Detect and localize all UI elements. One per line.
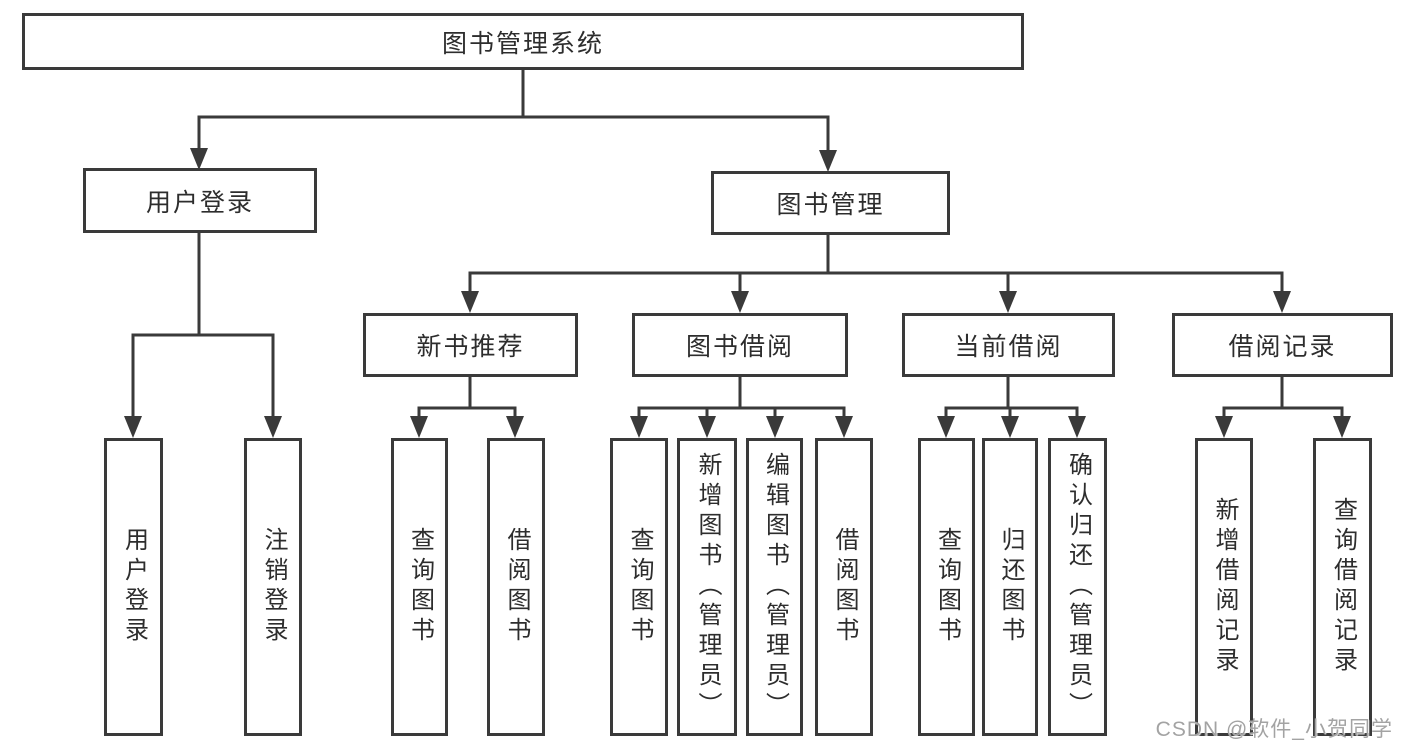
node-label: 借阅图书 <box>831 527 858 647</box>
node-book-borrowing: 图书借阅 <box>632 313 848 377</box>
node-label: 借阅图书 <box>503 527 530 647</box>
leaf-user-login: 用户登录 <box>104 438 163 736</box>
node-label: 图书管理系统 <box>441 29 604 58</box>
node-new-book-recommendation: 新书推荐 <box>363 313 578 377</box>
node-label: 注销登录 <box>260 527 287 647</box>
leaf-confirm-return-admin: 确认归还（管理员） <box>1048 438 1107 736</box>
node-label: 用户登录 <box>145 188 254 217</box>
node-label: 图书借阅 <box>685 333 794 361</box>
node-label: 查询图书 <box>933 527 961 647</box>
node-label: 用户登录 <box>120 527 148 647</box>
node-label: 查询图书 <box>406 527 434 647</box>
leaf-query-books-borrowing: 查询图书 <box>610 438 668 736</box>
node-label: 新增图书（管理员） <box>694 452 721 722</box>
watermark: CSDN @软件_小贺同学 <box>1155 718 1393 741</box>
leaf-query-books-recommend: 查询图书 <box>391 438 448 736</box>
leaf-add-borrow-record: 新增借阅记录 <box>1195 438 1253 736</box>
node-label: 归还图书 <box>997 527 1024 647</box>
leaf-query-borrow-record: 查询借阅记录 <box>1313 438 1372 736</box>
node-label: 新书推荐 <box>416 333 525 361</box>
node-label: 编辑图书（管理员） <box>761 452 789 722</box>
node-current-borrowing: 当前借阅 <box>902 313 1115 377</box>
node-label: 借阅记录 <box>1228 333 1337 361</box>
node-label: 图书管理 <box>776 191 885 219</box>
leaf-borrow-books-recommend: 借阅图书 <box>487 438 545 736</box>
node-book-management: 图书管理 <box>711 171 950 235</box>
leaf-borrow-books-borrowing: 借阅图书 <box>815 438 873 736</box>
leaf-return-books: 归还图书 <box>982 438 1038 736</box>
node-user-login: 用户登录 <box>83 168 317 233</box>
node-label: 确认归还（管理员） <box>1064 452 1092 722</box>
node-library-management-system: 图书管理系统 <box>22 13 1024 70</box>
node-label: 当前借阅 <box>954 333 1063 361</box>
leaf-edit-books-admin: 编辑图书（管理员） <box>746 438 803 736</box>
node-label: 新增借阅记录 <box>1211 497 1238 677</box>
node-label: 查询借阅记录 <box>1329 497 1357 677</box>
node-label: 查询图书 <box>626 527 653 647</box>
leaf-query-books-current: 查询图书 <box>918 438 975 736</box>
node-borrowing-records: 借阅记录 <box>1172 313 1393 377</box>
leaf-add-books-admin: 新增图书（管理员） <box>677 438 737 736</box>
leaf-logout: 注销登录 <box>244 438 302 736</box>
